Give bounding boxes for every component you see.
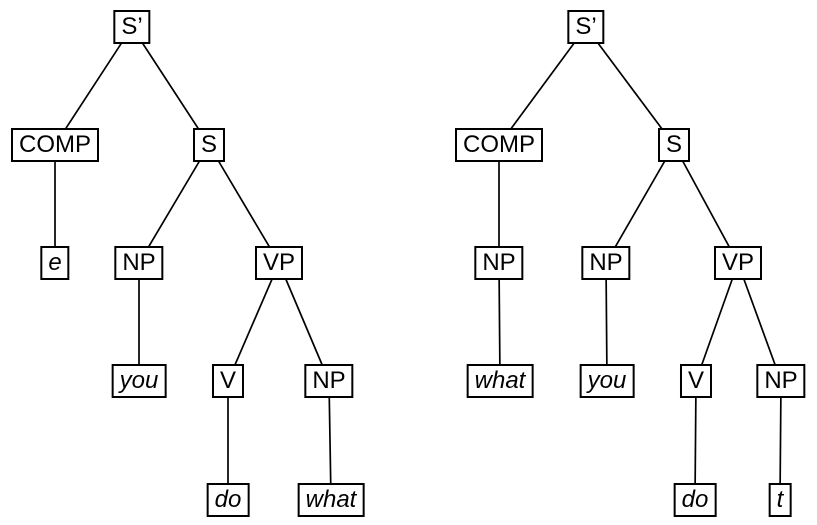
- right-tree-node-vp: VP: [713, 246, 763, 280]
- left-tree-edge-sbar-comp: [54, 26, 133, 146]
- left-tree-edge-np2-what: [328, 380, 332, 501]
- right-tree-edge-np3-t: [779, 380, 782, 501]
- right-tree-node-sbar: S’: [567, 10, 605, 44]
- right-tree-node-np3: NP: [756, 364, 806, 398]
- right-tree-edge-v-do: [694, 380, 697, 501]
- left-tree-node-you: you: [111, 364, 167, 398]
- left-tree-node-s: S: [192, 128, 226, 162]
- right-tree-node-comp: COMP: [455, 128, 543, 162]
- right-tree-node-do: do: [673, 483, 717, 517]
- right-tree-node-what: what: [466, 364, 534, 398]
- right-tree-edge-s-vp: [673, 144, 739, 264]
- right-tree-node-v: V: [679, 364, 713, 398]
- left-tree-node-np1: NP: [114, 246, 164, 280]
- right-tree-node-np2: NP: [581, 246, 631, 280]
- right-tree-node-np1: NP: [474, 246, 524, 280]
- right-tree-edge-vp-v: [695, 262, 739, 382]
- right-tree-node-you: you: [579, 364, 635, 398]
- right-tree-node-t: t: [768, 483, 792, 517]
- left-tree-node-v: V: [211, 364, 245, 398]
- right-tree-edge-sbar-s: [585, 26, 675, 146]
- left-tree-node-vp: VP: [254, 246, 304, 280]
- right-tree-edge-np1-what: [498, 262, 501, 382]
- right-tree-edge-sbar-comp: [498, 26, 587, 146]
- right-tree-edge-np2-you: [605, 262, 608, 382]
- left-tree-node-e: e: [40, 246, 70, 280]
- left-tree-edge-sbar-s: [131, 26, 210, 146]
- right-tree-node-s: S: [657, 128, 691, 162]
- left-tree-node-sbar: S’: [113, 10, 151, 44]
- left-tree-edge-s-vp: [208, 144, 280, 264]
- right-tree-edge-s-np2: [605, 144, 675, 264]
- left-tree-edge-vp-np2: [278, 262, 330, 382]
- left-tree-node-do: do: [206, 483, 250, 517]
- left-tree-node-what: what: [297, 483, 365, 517]
- left-tree-node-comp: COMP: [11, 128, 99, 162]
- right-tree-edge-vp-np3: [737, 262, 782, 382]
- left-tree-node-np2: NP: [304, 364, 354, 398]
- left-tree-edge-vp-v: [227, 262, 280, 382]
- left-tree-edge-s-np1: [138, 144, 210, 264]
